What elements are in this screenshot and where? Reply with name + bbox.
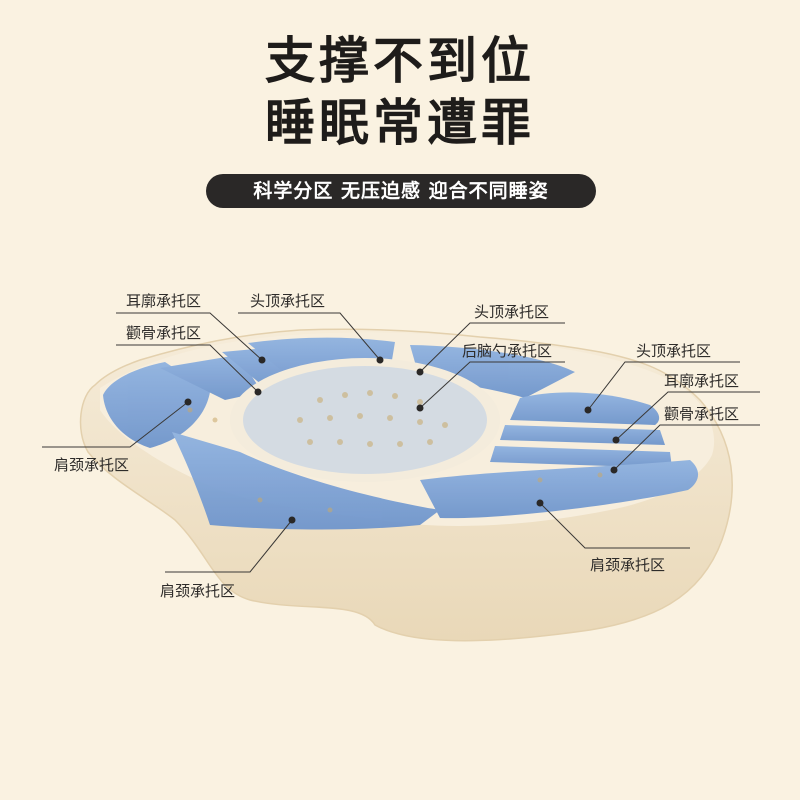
- zone-shoulder-right: [420, 460, 699, 519]
- label-head-top-1: 头顶承托区: [250, 292, 326, 310]
- zone-occiput-inner: [243, 366, 487, 474]
- support-zones: [103, 337, 699, 530]
- label-cheek-left: 颧骨承托区: [126, 324, 202, 342]
- label-head-top-right: 头顶承托区: [636, 342, 712, 360]
- zone-cheek-right: [490, 446, 672, 468]
- zone-shoulder-left: [103, 362, 210, 448]
- label-head-top-2: 头顶承托区: [474, 303, 550, 321]
- label-shoulder-left: 肩颈承托区: [54, 456, 130, 474]
- leader-dots: [184, 356, 620, 524]
- zone-ear-right: [500, 425, 665, 445]
- label-ear-left: 耳廓承托区: [126, 292, 202, 310]
- leader-lines: [42, 312, 760, 573]
- subtitle-pill: 科学分区 无压迫感 迎合不同睡姿: [206, 174, 596, 208]
- zone-head-top-mid: [410, 345, 575, 398]
- headline-line-2: 睡眠常遭罪: [265, 94, 535, 152]
- zone-head-top-right: [510, 392, 660, 425]
- label-cheek-right: 颧骨承托区: [664, 405, 740, 423]
- label-occiput: 后脑勺承托区: [462, 342, 553, 360]
- vent-holes: [187, 390, 603, 513]
- zone-shoulder-bottom: [172, 432, 440, 530]
- zone-cheek-left: [160, 355, 262, 400]
- label-shoulder-bottom: 肩颈承托区: [160, 582, 236, 600]
- label-shoulder-right: 肩颈承托区: [590, 556, 666, 574]
- headline-line-1: 支撑不到位: [265, 32, 535, 90]
- label-ear-right: 耳廓承托区: [664, 372, 740, 390]
